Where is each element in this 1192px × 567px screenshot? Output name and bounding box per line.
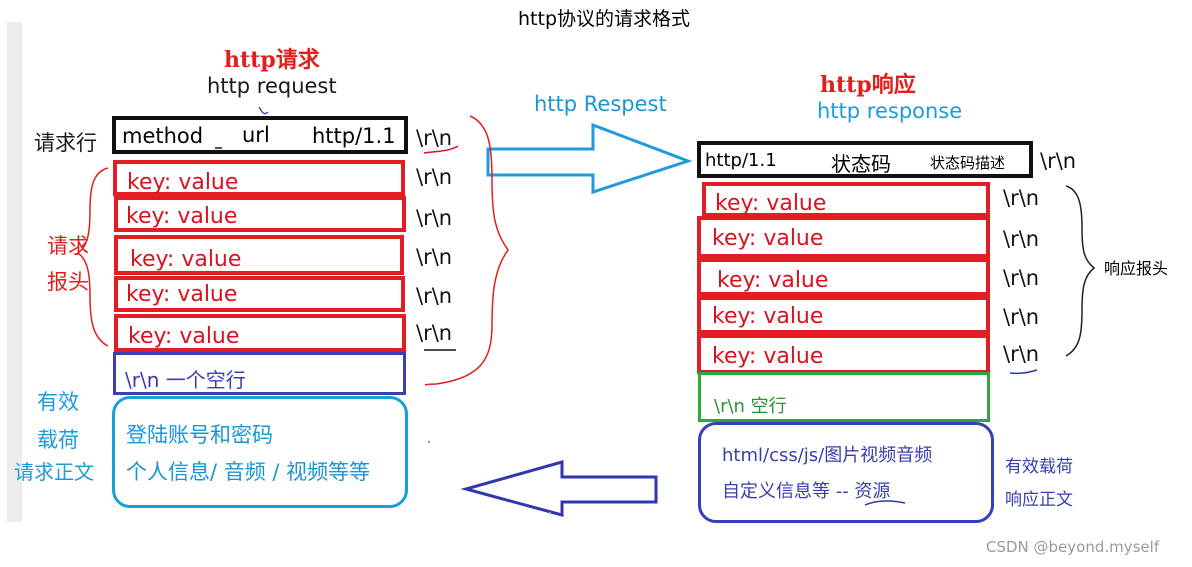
response-header-text: key: value <box>712 304 824 329</box>
request-headers-label-1: 请求 <box>47 234 89 258</box>
request-body-line2: 个人信息/ 音频 / 视频等等 <box>126 460 371 484</box>
left-gray-strip <box>7 22 22 522</box>
request-blank-line-box: \r\n 一个空行 <box>113 352 406 395</box>
request-line-box: method url http/1.1 <box>112 116 408 154</box>
right-arrow-icon <box>486 122 693 195</box>
crlf-marker: \r\n <box>416 284 453 308</box>
request-body-line1: 登陆账号和密码 <box>126 423 273 447</box>
request-header-row: key: value <box>114 235 404 275</box>
response-header-text: key: value <box>715 191 827 216</box>
crlf-marker: \r\n <box>416 321 453 345</box>
response-body-box: html/css/js/图片视频音频 自定义信息等 -- 资源 <box>698 422 994 523</box>
request-header-text: key: value <box>127 170 239 195</box>
request-header-text: key: value <box>130 247 242 272</box>
payload-label-2: 载荷 <box>37 428 79 452</box>
response-blank-line-box: \r\n 空行 <box>698 372 990 422</box>
response-blank-line-text: \r\n 空行 <box>714 396 787 417</box>
request-url: url <box>242 123 270 147</box>
request-header-row: key: value <box>114 196 406 232</box>
crlf-marker: \r\n <box>416 245 453 269</box>
request-header-row: key: value <box>113 160 405 196</box>
response-status-code: 状态码 <box>831 152 891 176</box>
right-brace <box>1065 185 1096 357</box>
pen-mark <box>258 106 269 115</box>
request-headers-label-2: 报头 <box>47 270 89 294</box>
response-header-text: key: value <box>717 268 829 293</box>
response-heading-en: http response <box>817 99 963 123</box>
pen-mark <box>423 145 459 154</box>
response-header-row: key: value <box>697 258 990 296</box>
crlf-marker: \r\n <box>416 165 453 189</box>
crlf-marker: \r\n <box>1003 227 1040 251</box>
pen-mark <box>1009 369 1038 375</box>
request-header-text: key: value <box>126 282 238 307</box>
crlf-marker: \r\n <box>1003 305 1040 329</box>
request-heading-cn: http请求 <box>224 47 320 73</box>
response-body-line1: html/css/js/图片视频音频 <box>722 445 933 466</box>
right-brace <box>424 115 509 386</box>
request-method: method <box>122 124 204 148</box>
request-body-box: 登陆账号和密码 个人信息/ 音频 / 视频等等 <box>112 396 408 508</box>
response-header-row: key: value <box>697 296 990 334</box>
left-arrow-icon <box>460 460 658 517</box>
request-blank-line-text: \r\n 一个空行 <box>125 368 246 392</box>
crlf-marker: \r\n <box>1003 186 1040 210</box>
request-header-text: key: value <box>126 204 238 229</box>
request-header-text: key: value <box>128 324 240 349</box>
response-header-text: key: value <box>712 226 824 251</box>
request-heading-en: http request <box>207 74 337 98</box>
payload-label-1: 有效 <box>37 390 79 414</box>
request-version: http/1.1 <box>312 124 396 148</box>
stray-dot <box>428 441 430 443</box>
request-body-label: 请求正文 <box>14 460 94 484</box>
pen-mark <box>864 500 906 506</box>
response-line-box: http/1.1 状态码 状态码描述 <box>697 141 1033 178</box>
crlf-marker: \r\n <box>416 206 453 230</box>
response-body-line2: 自定义信息等 -- 资源 <box>722 481 891 502</box>
response-header-text: key: value <box>712 344 824 369</box>
crlf-marker: \r\n <box>1003 342 1040 366</box>
response-heading-cn: http响应 <box>820 72 916 98</box>
crlf-marker: \r\n <box>1040 149 1077 173</box>
diagram-title: http协议的请求格式 <box>518 8 691 30</box>
stray-dot <box>549 512 551 514</box>
request-header-row: key: value <box>114 314 406 352</box>
csdn-watermark: CSDN @beyond.myself <box>986 538 1160 556</box>
request-line-label: 请求行 <box>34 131 97 155</box>
response-header-row: key: value <box>702 182 990 217</box>
request-header-row: key: value <box>114 276 405 312</box>
arrow-label: http Respest <box>534 92 667 116</box>
left-brace <box>76 167 109 347</box>
response-header-row: key: value <box>697 216 990 258</box>
response-payload-label-1: 有效载荷 <box>1005 457 1073 477</box>
crlf-marker: \r\n <box>416 126 453 150</box>
response-status-desc: 状态码描述 <box>930 154 1006 172</box>
response-payload-label-2: 响应正文 <box>1005 490 1073 510</box>
response-version: http/1.1 <box>705 150 777 171</box>
crlf-marker: \r\n <box>1003 266 1040 290</box>
response-headers-label: 响应报头 <box>1104 259 1169 278</box>
